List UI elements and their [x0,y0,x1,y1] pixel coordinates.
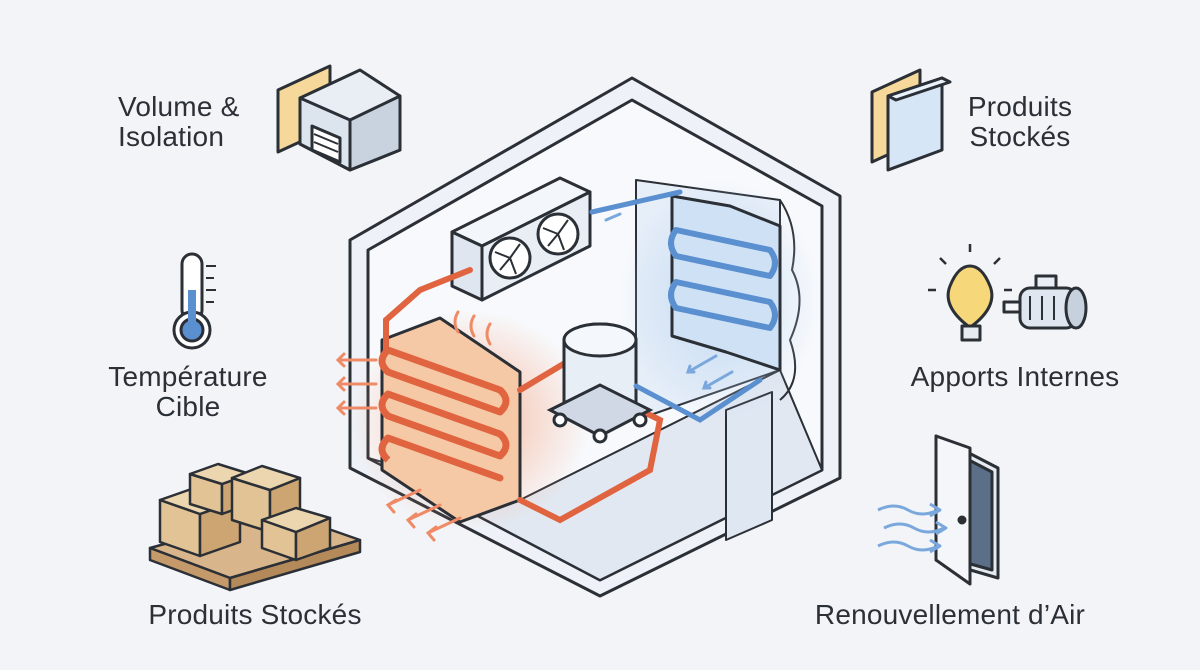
cold-pipe [589,189,763,423]
label-apports-internes: Apports Internes [910,361,1120,392]
hot-pipe [383,267,473,353]
evaporator-coil-icon [668,194,782,372]
warehouse-insulation-icon [276,64,402,172]
heat-out-arrows [335,310,492,542]
condenser-fan-unit-icon [450,176,592,302]
cold-air-arrows [604,212,734,390]
label-produits-stockes-right: Produits Stockés [930,92,1110,152]
label-prod-right-line1: Produits [967,91,1073,122]
label-temperature-cible: Température Cible [88,362,288,422]
label-volume-isolation: Volume & Isolation [118,92,268,152]
label-volume-line2: Isolation [118,121,225,152]
label-temp-line2: Cible [155,391,221,422]
lightbulb-icon [928,244,1012,342]
label-produits-stockes-left: Produits Stockés [148,599,362,630]
open-door-airflow-icon [877,434,1000,586]
condenser-coil-icon [378,316,522,524]
stacked-panels-icon [870,68,952,172]
label-temp-line1: Température [108,361,268,392]
compressor-icon [546,322,654,444]
label-prod-right-line2: Stockés [969,121,1071,152]
label-renouvellement-air: Renouvellement d’Air [814,599,1086,630]
thermometer-icon [172,252,216,350]
pallet-boxes-icon [148,462,362,592]
label-volume-line1: Volume & [118,91,240,122]
electric-motor-icon [1002,274,1088,330]
